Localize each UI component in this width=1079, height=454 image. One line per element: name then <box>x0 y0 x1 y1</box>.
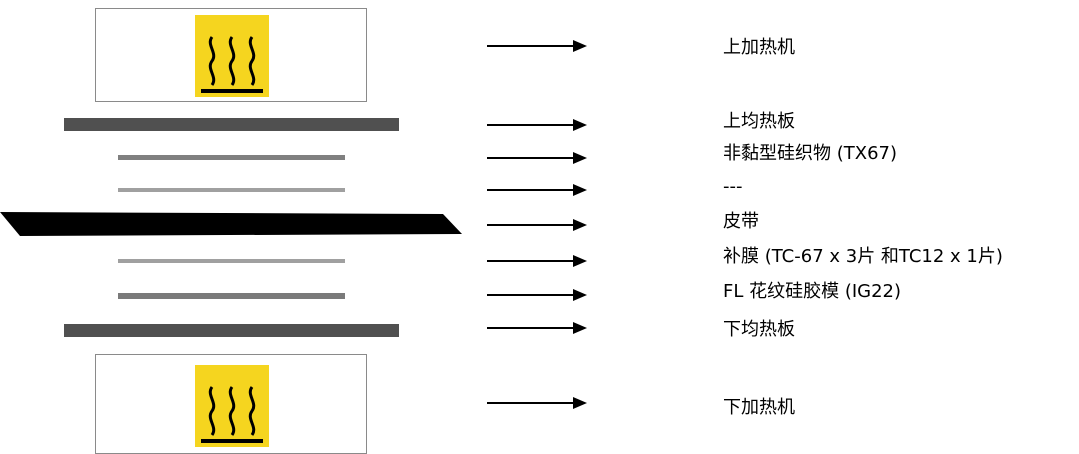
label-lower-heater: 下加热机 <box>723 397 795 418</box>
label-placeholder: --- <box>723 176 743 197</box>
label-lower-plate: 下均热板 <box>723 319 795 340</box>
arrow-right-icon <box>487 152 587 164</box>
fl-pattern-silicone-mold-layer <box>118 293 345 299</box>
arrow-right-icon <box>487 289 587 301</box>
arrow-right-icon <box>487 219 587 231</box>
label-patch-film: 补膜 (TC-67 x 3片 和TC12 x 1片) <box>723 246 1003 267</box>
label-nonstick-fabric: 非黏型硅织物 (TX67) <box>723 143 897 164</box>
lower-heat-plate <box>64 324 399 337</box>
hot-surface-warning-icon <box>195 365 269 447</box>
arrow-right-icon <box>487 40 587 52</box>
arrow-right-icon <box>487 255 587 267</box>
arrow-right-icon <box>487 397 587 409</box>
arrow-right-icon <box>487 119 587 131</box>
lower-heater-box <box>95 354 367 454</box>
upper-heat-plate <box>64 118 399 131</box>
arrow-right-icon <box>487 322 587 334</box>
belt-layer <box>0 212 462 236</box>
nonstick-fabric-layer <box>118 155 345 160</box>
unnamed-thin-layer <box>118 188 345 192</box>
label-upper-heater: 上加热机 <box>723 37 795 58</box>
label-upper-plate: 上均热板 <box>723 111 795 132</box>
label-fl-mold: FL 花纹硅胶模 (IG22) <box>723 281 902 302</box>
hot-surface-warning-icon <box>195 15 269 97</box>
patch-film-layer <box>118 259 345 263</box>
label-belt: 皮带 <box>723 211 759 232</box>
arrow-right-icon <box>487 184 587 196</box>
upper-heater-box <box>95 8 367 102</box>
